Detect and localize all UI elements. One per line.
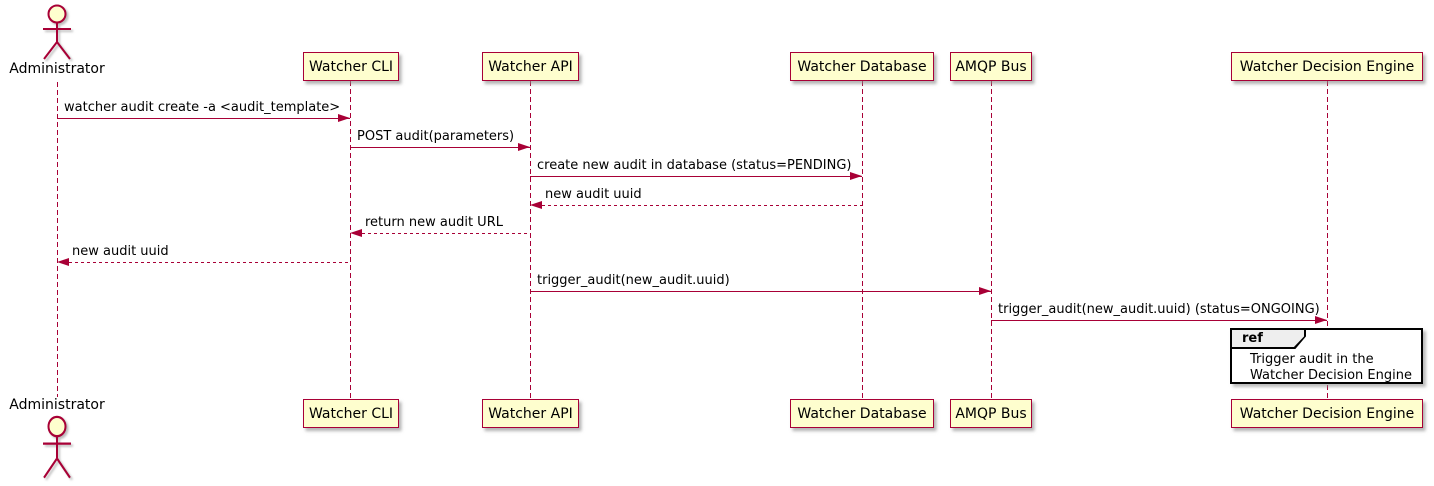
message-line: [57, 118, 350, 119]
message-label: create new audit in database (status=PEN…: [537, 158, 852, 173]
message-label: return new audit URL: [365, 215, 503, 230]
message-line: [69, 262, 350, 263]
message-line: [362, 233, 530, 234]
ref-keyword: ref: [1232, 330, 1304, 347]
participant-label: AMQP Bus: [955, 405, 1027, 422]
participant-label: Watcher CLI: [308, 405, 394, 422]
arrowhead-left-icon: [350, 229, 362, 237]
participant-watcher-database-bottom: Watcher Database: [790, 399, 934, 428]
message-label: new audit uuid: [72, 244, 169, 259]
participant-label: Watcher API: [488, 405, 573, 422]
message-label: trigger_audit(new_audit.uuid): [537, 273, 730, 288]
arrowhead-right-icon: [338, 114, 350, 122]
message-label: watcher audit create -a <audit_template>: [64, 100, 341, 115]
message-line: [530, 291, 991, 292]
ref-text-line2: Watcher Decision Engine: [1250, 367, 1412, 383]
participant-watcher-cli-bottom: Watcher CLI: [303, 399, 399, 428]
administrator-actor-icon: [43, 415, 71, 479]
participant-amqp-bus-top: AMQP Bus: [950, 52, 1032, 81]
actor-label-administrator-top: Administrator: [9, 61, 105, 77]
ref-text: Trigger audit in the Watcher Decision En…: [1250, 352, 1412, 383]
participant-label: Watcher Database: [797, 405, 927, 422]
actor-label-administrator-bottom: Administrator: [9, 397, 105, 413]
ref-text-line1: Trigger audit in the: [1250, 352, 1374, 367]
arrowhead-right-icon: [518, 143, 530, 151]
arrowhead-right-icon: [1315, 316, 1327, 324]
participant-watcher-database-top: Watcher Database: [790, 52, 934, 81]
message-line: [542, 205, 862, 206]
lifeline-amqp-bus: [990, 81, 992, 399]
message-label: trigger_audit(new_audit.uuid) (status=ON…: [998, 302, 1320, 317]
message-line: [530, 176, 862, 177]
participant-label: Watcher Decision Engine: [1239, 58, 1415, 75]
lifeline-watcher-database: [861, 81, 863, 399]
participant-label: Watcher CLI: [308, 58, 394, 75]
lifeline-watcher-decision-engine: [1326, 81, 1328, 399]
participant-watcher-decision-engine-bottom: Watcher Decision Engine: [1231, 399, 1423, 428]
message-label: new audit uuid: [545, 187, 642, 202]
participant-watcher-cli-top: Watcher CLI: [303, 52, 399, 81]
lifeline-watcher-api: [530, 81, 531, 399]
participant-label: Watcher Database: [797, 58, 927, 75]
arrowhead-left-icon: [57, 258, 69, 266]
message-line: [991, 320, 1327, 321]
participant-watcher-api-top: Watcher API: [482, 52, 579, 81]
arrowhead-left-icon: [530, 201, 542, 209]
arrowhead-right-icon: [850, 172, 862, 180]
participant-watcher-api-bottom: Watcher API: [482, 399, 579, 428]
arrowhead-right-icon: [979, 287, 991, 295]
lifeline-watcher-cli: [350, 81, 351, 399]
participant-label: Watcher API: [488, 58, 573, 75]
message-label: POST audit(parameters): [357, 129, 515, 144]
participant-amqp-bus-bottom: AMQP Bus: [950, 399, 1032, 428]
participant-label: Watcher Decision Engine: [1239, 405, 1415, 422]
participant-watcher-decision-engine-top: Watcher Decision Engine: [1231, 52, 1423, 81]
administrator-actor-icon: [43, 4, 71, 60]
participant-label: AMQP Bus: [955, 58, 1027, 75]
message-line: [350, 147, 530, 148]
ref-fragment: ref Trigger audit in the Watcher Decisio…: [1230, 328, 1423, 384]
lifeline-administrator: [56, 82, 58, 397]
